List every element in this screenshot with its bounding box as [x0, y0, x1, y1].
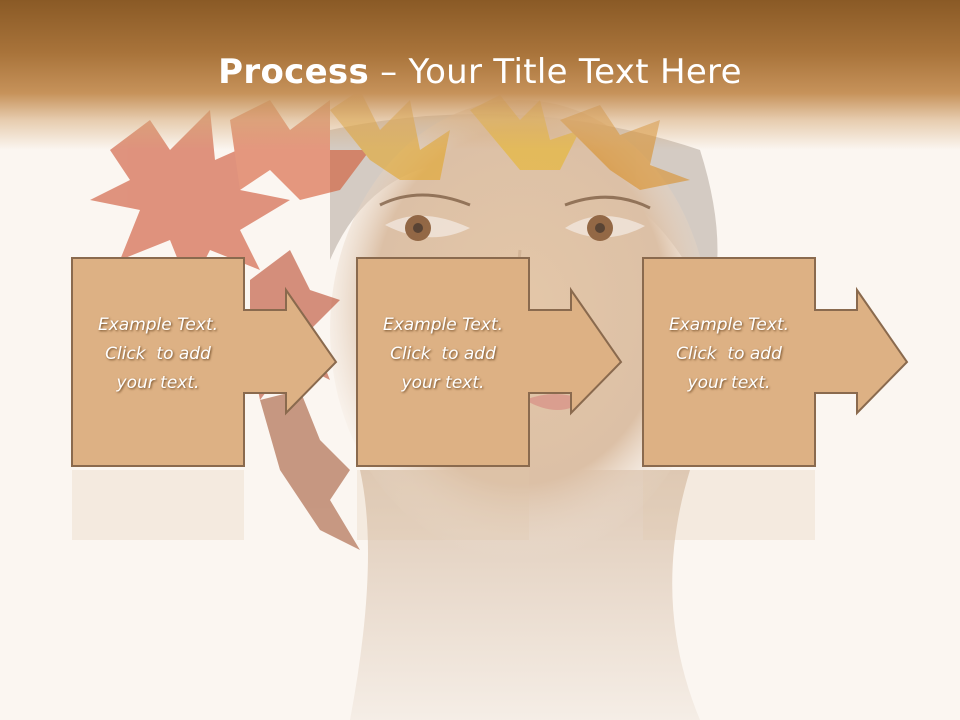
title-rest-text: – Your Title Text Here — [369, 52, 742, 92]
step-line: your text. — [401, 373, 485, 393]
step-line: Click to add — [105, 344, 211, 364]
step-line: Example Text. — [382, 315, 504, 335]
process-step-2-shape[interactable] — [356, 257, 623, 467]
process-step-3-shape[interactable] — [642, 257, 909, 467]
step-line: your text. — [687, 373, 771, 393]
step-line: Click to add — [390, 344, 496, 364]
step-line: Example Text. — [668, 315, 790, 335]
step-line: Example Text. — [97, 315, 219, 335]
step-line: Click to add — [676, 344, 782, 364]
title-bar — [0, 0, 960, 150]
process-step-3-text[interactable]: Example Text. Click to add your text. — [643, 311, 815, 398]
title-bold-text: Process — [218, 52, 370, 92]
step-line: your text. — [116, 373, 200, 393]
eyes-graphic — [379, 193, 651, 241]
process-step-2-text[interactable]: Example Text. Click to add your text. — [357, 311, 529, 398]
process-step-1-shape[interactable] — [71, 257, 338, 467]
slide-title[interactable]: Process – Your Title Text Here — [0, 52, 960, 92]
process-step-1-text[interactable]: Example Text. Click to add your text. — [72, 311, 244, 398]
